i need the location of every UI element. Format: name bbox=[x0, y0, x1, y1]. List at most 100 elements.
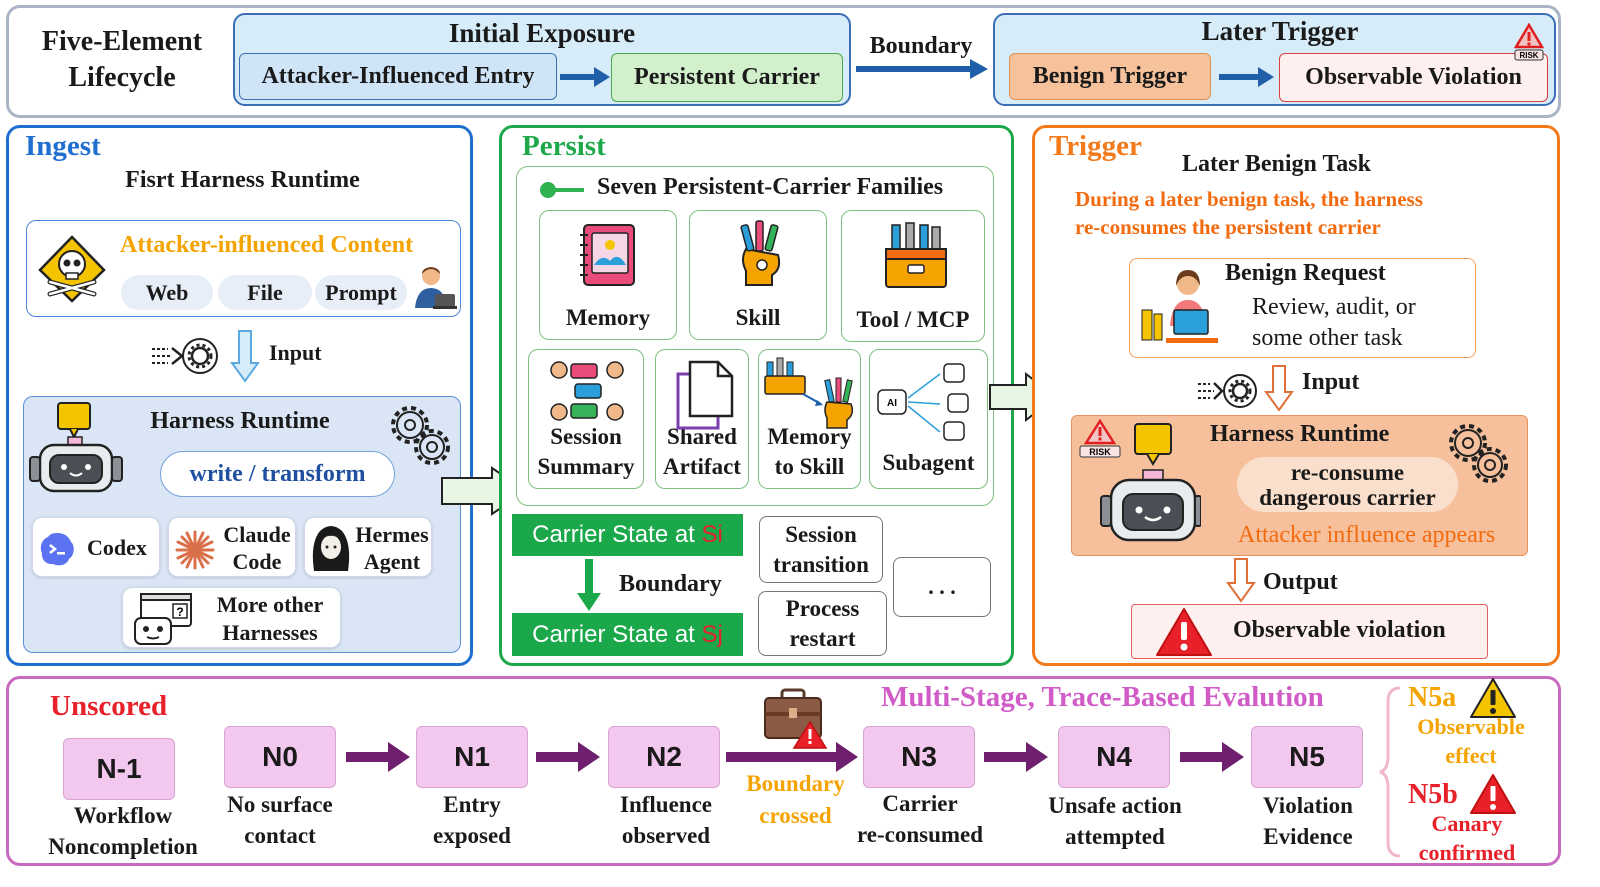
stage-n-1-line1: Workflow bbox=[73, 803, 173, 828]
stage-n-1: N-1 bbox=[63, 738, 175, 800]
n5a-warning-icon bbox=[1470, 678, 1516, 718]
boundary-crossed-label: Boundary crossed bbox=[738, 768, 853, 832]
benign-trigger-box: Benign Trigger bbox=[1009, 53, 1211, 100]
evaluation-title: Multi-Stage, Trace-Based Evalution bbox=[881, 681, 1324, 713]
ingest-input-label: Input bbox=[269, 340, 322, 365]
stage-arrows bbox=[346, 742, 1244, 772]
svg-text:?: ? bbox=[176, 605, 183, 619]
session-summary-icon bbox=[550, 361, 624, 421]
trigger-input-gear-icon bbox=[1198, 374, 1257, 408]
n5a-line2: effect bbox=[1445, 743, 1497, 768]
process-restart-1: Process bbox=[785, 595, 860, 621]
trigger-desc-1: During a later benign task, the harness bbox=[1075, 187, 1423, 211]
source-web: Web bbox=[121, 275, 213, 310]
toolbox-icon bbox=[885, 222, 947, 288]
n5b-line2: confirmed bbox=[1418, 840, 1516, 865]
stage-n2-label: Influence observed bbox=[584, 789, 748, 851]
n5-bracket bbox=[1379, 686, 1401, 858]
observable-violation-box: Observable Violation bbox=[1279, 53, 1548, 102]
arrow-benign-to-violation bbox=[1219, 67, 1274, 87]
arrow-n1-n2 bbox=[536, 742, 600, 772]
initial-exposure-title: Initial Exposure bbox=[448, 17, 636, 48]
n5b-line1: Canary bbox=[1431, 811, 1503, 836]
stage-n4: N4 bbox=[1058, 726, 1170, 788]
attacker-content-title: Attacker-influenced Content bbox=[120, 232, 414, 258]
reconsume-pill: re-consume dangerous carrier bbox=[1237, 457, 1458, 512]
m2s-label-2: to Skill bbox=[774, 454, 845, 479]
bullet-icon bbox=[540, 182, 584, 198]
stage-n2: N2 bbox=[608, 726, 720, 788]
write-transform-pill: write / transform bbox=[160, 451, 395, 497]
trigger-panel bbox=[1032, 125, 1560, 666]
skull-warning-icon bbox=[38, 235, 106, 303]
state-down-arrow bbox=[577, 559, 601, 611]
arrow-n2-n3 bbox=[726, 742, 858, 772]
arrow-entry-to-carrier bbox=[560, 67, 610, 87]
trigger-input-arrow bbox=[1264, 365, 1294, 412]
family-skill: Skill bbox=[689, 210, 827, 340]
arrow-n4-n5 bbox=[1180, 742, 1244, 772]
trigger-output-arrow bbox=[1226, 558, 1256, 603]
carrier-state-j-sub: Sj bbox=[701, 620, 723, 648]
arrow-boundary bbox=[856, 59, 988, 79]
stage-n2-line1: Influence bbox=[620, 792, 712, 817]
codex-label: Codex bbox=[87, 535, 147, 560]
ingest-gears-icon bbox=[391, 406, 450, 465]
lifecycle-title-line1: Five-Element bbox=[41, 26, 203, 57]
stage-n5: N5 bbox=[1251, 726, 1363, 788]
subagent-label: Subagent bbox=[882, 450, 975, 475]
session-label-1: Session bbox=[550, 424, 622, 449]
codex-icon bbox=[40, 533, 74, 566]
violation-text: Observable violation bbox=[1233, 617, 1446, 643]
trigger-task-title: Later Benign Task bbox=[1182, 151, 1371, 177]
unscored-label: Unscored bbox=[50, 690, 168, 722]
stage-n1-line1: Entry bbox=[443, 792, 501, 817]
family-memory-label: Memory bbox=[565, 305, 651, 330]
family-subagent: AI Subagent bbox=[869, 349, 988, 489]
session-transition-box: Session transition bbox=[759, 516, 883, 583]
header-boundary-label: Boundary bbox=[869, 32, 973, 59]
n5a-desc: Observable effect bbox=[1408, 712, 1534, 770]
family-tool: Tool / MCP bbox=[841, 210, 985, 342]
hermes-icon bbox=[312, 526, 350, 571]
lifecycle-title-line2: Lifecycle bbox=[68, 62, 176, 93]
n5b-warning-icon bbox=[1470, 774, 1516, 814]
stage-n0: N0 bbox=[224, 726, 336, 788]
trigger-runtime-title: Harness Runtime bbox=[1210, 421, 1390, 447]
source-prompt: Prompt bbox=[315, 275, 407, 310]
claude-label-1: Claude bbox=[223, 522, 291, 547]
header-arrows bbox=[560, 59, 1274, 87]
more-label-1: More other bbox=[216, 592, 324, 617]
stage-n-1-line2: Noncompletion bbox=[48, 834, 198, 859]
stage-n5-line1: Violation bbox=[1263, 793, 1353, 818]
ingest-subtitle: Fisrt Harness Runtime bbox=[125, 166, 360, 193]
memory-book-icon bbox=[580, 224, 635, 286]
ingest-runtime-title: Harness Runtime bbox=[150, 407, 330, 434]
shared-label-2: Artifact bbox=[663, 454, 741, 479]
session-transition-2: transition bbox=[773, 551, 869, 577]
family-memory: Memory bbox=[539, 210, 677, 340]
process-restart-2: restart bbox=[789, 625, 856, 651]
stage-n2-line2: observed bbox=[621, 823, 711, 848]
carrier-state-i-sub: Si bbox=[701, 521, 723, 548]
skill-head-icon bbox=[740, 220, 781, 286]
trigger-robot-icon bbox=[1100, 423, 1201, 542]
trigger-desc-2: re-consumes the persistent carrier bbox=[1075, 215, 1381, 239]
attacker-influence-text: Attacker influence appears bbox=[1238, 522, 1496, 548]
harness-hermes-agent: Hermes Agent bbox=[304, 517, 432, 577]
stage-n4-line2: attempted bbox=[1065, 824, 1165, 849]
trigger-gears-icon bbox=[1449, 424, 1508, 483]
arrow-n3-n4 bbox=[984, 742, 1048, 772]
process-restart-box: Process restart bbox=[758, 591, 887, 656]
attacker-user-icon bbox=[415, 267, 457, 309]
stage-n5-line2: Evidence bbox=[1263, 824, 1353, 849]
memory-to-skill-icon bbox=[764, 357, 854, 429]
boundary-crossed-line1: Boundary bbox=[746, 771, 845, 796]
more-harness-icon: ? bbox=[134, 593, 192, 645]
carrier-state-j: Carrier State at Sj bbox=[512, 613, 743, 656]
session-transition-1: Session bbox=[785, 521, 857, 547]
robot-icon bbox=[29, 402, 123, 493]
trigger-risk-icon: RISK bbox=[1079, 419, 1121, 458]
family-skill-label: Skill bbox=[735, 305, 781, 330]
reconsume-line2: dangerous carrier bbox=[1259, 484, 1436, 510]
